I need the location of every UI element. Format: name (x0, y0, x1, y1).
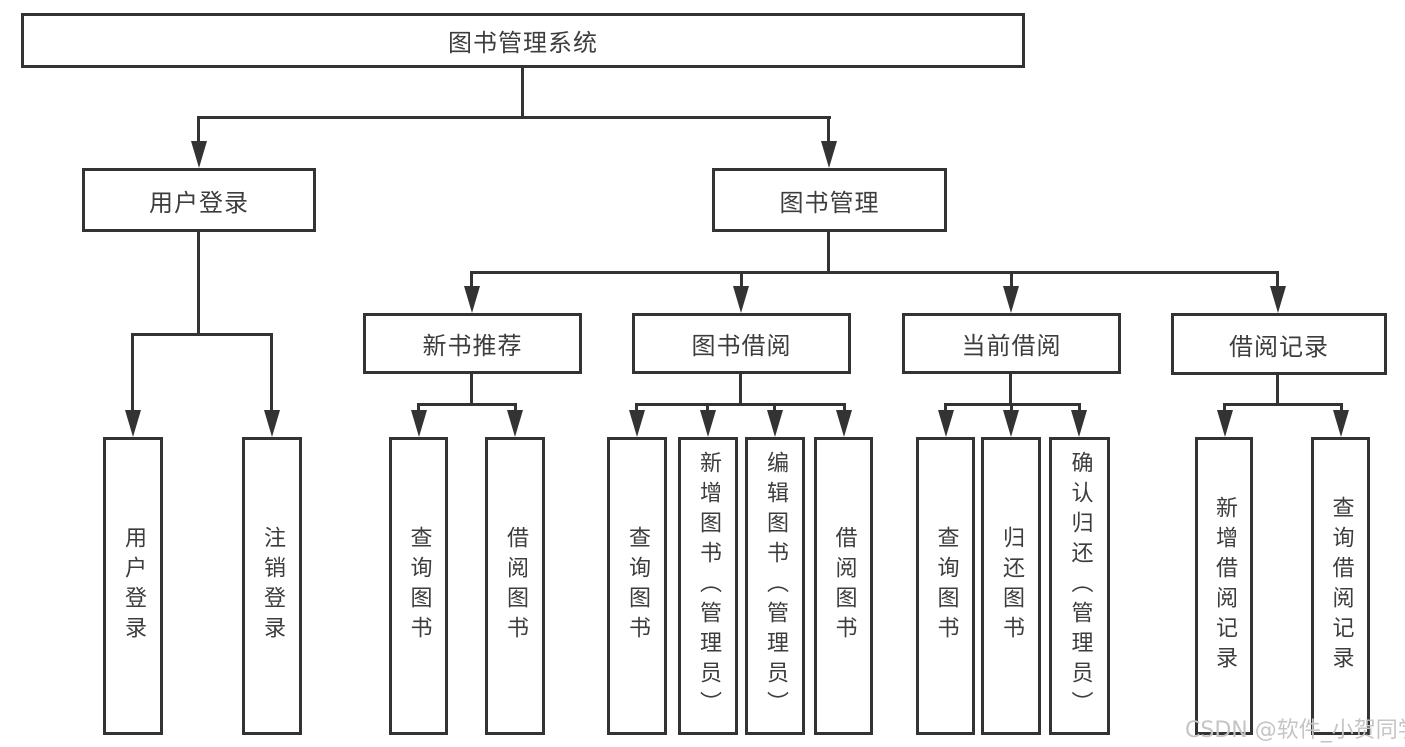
connector-line (1223, 403, 1226, 413)
leaf-newbook-borrow-books: 借阅图书 (485, 437, 545, 735)
connector-line (131, 333, 273, 336)
connector-line (514, 403, 517, 413)
connector-line (197, 116, 200, 144)
node-book-management-branch: 图书管理 (712, 168, 947, 232)
arrow-down-icon (264, 410, 280, 437)
leaf-borrowing-query-books: 查询图书 (607, 437, 667, 735)
arrow-down-icon (1003, 286, 1019, 313)
node-library-management-system: 图书管理系统 (21, 13, 1025, 68)
leaf-logout: 注销登录 (242, 437, 302, 735)
arrow-down-icon (767, 410, 783, 437)
arrow-down-icon (700, 410, 716, 437)
connector-line (270, 333, 273, 413)
node-user-login-branch: 用户登录 (82, 168, 316, 232)
arrow-down-icon (1217, 410, 1233, 437)
connector-line (827, 232, 830, 274)
leaf-current-return-books: 归还图书 (981, 437, 1041, 735)
node-borrowing-records: 借阅记录 (1171, 313, 1387, 375)
leaf-user-login: 用户登录 (103, 437, 163, 735)
connector-line (635, 403, 638, 413)
connector-line (1276, 375, 1279, 406)
arrow-down-icon (733, 286, 749, 313)
connector-line (1276, 271, 1279, 289)
connector-line (470, 374, 473, 406)
connector-line (197, 116, 831, 119)
leaf-newbook-query-books: 查询图书 (389, 437, 448, 735)
leaf-borrowing-add-books-admin: 新增图书（管理员） (678, 437, 738, 735)
arrow-down-icon (836, 410, 852, 437)
leaf-records-add-borrow-record: 新增借阅记录 (1195, 437, 1253, 735)
arrow-down-icon (1333, 410, 1349, 437)
connector-line (521, 68, 524, 118)
connector-line (843, 403, 846, 413)
connector-line (827, 116, 830, 144)
connector-line (944, 403, 947, 413)
arrow-down-icon (629, 410, 645, 437)
connector-line (417, 403, 517, 406)
arrow-down-icon (821, 141, 837, 168)
connector-line (197, 232, 200, 336)
arrow-down-icon (1003, 410, 1019, 437)
arrow-down-icon (464, 286, 480, 313)
connector-line (1010, 271, 1013, 289)
node-new-book-recommendation: 新书推荐 (363, 313, 582, 374)
leaf-borrowing-edit-books-admin: 编辑图书（管理员） (745, 437, 805, 735)
connector-line (739, 374, 742, 406)
connector-line (773, 403, 776, 413)
node-book-borrowing: 图书借阅 (632, 313, 851, 374)
csdn-watermark: CSDN @软件_小贺同学 (1185, 718, 1405, 743)
connector-line (635, 403, 846, 406)
arrow-down-icon (125, 410, 141, 437)
connector-line (470, 271, 1279, 274)
connector-line (131, 333, 134, 413)
arrow-down-icon (1071, 410, 1087, 437)
leaf-current-confirm-return-admin: 确认归还（管理员） (1049, 437, 1110, 735)
leaf-current-query-books: 查询图书 (916, 437, 975, 735)
leaf-borrowing-borrow-books: 借阅图书 (814, 437, 873, 735)
connector-line (1078, 403, 1081, 413)
leaf-records-query-borrow-record: 查询借阅记录 (1311, 437, 1370, 735)
connector-line (706, 403, 709, 413)
node-current-borrowing: 当前借阅 (902, 313, 1121, 374)
connector-line (417, 403, 420, 413)
arrow-down-icon (411, 410, 427, 437)
arrow-down-icon (191, 141, 207, 168)
connector-line (470, 271, 473, 289)
arrow-down-icon (1270, 286, 1286, 313)
arrow-down-icon (507, 410, 523, 437)
connector-line (1009, 374, 1012, 406)
arrow-down-icon (938, 410, 954, 437)
connector-line (1010, 403, 1013, 413)
connector-line (1340, 403, 1343, 413)
connector-line (740, 271, 743, 289)
connector-line (1223, 403, 1343, 406)
